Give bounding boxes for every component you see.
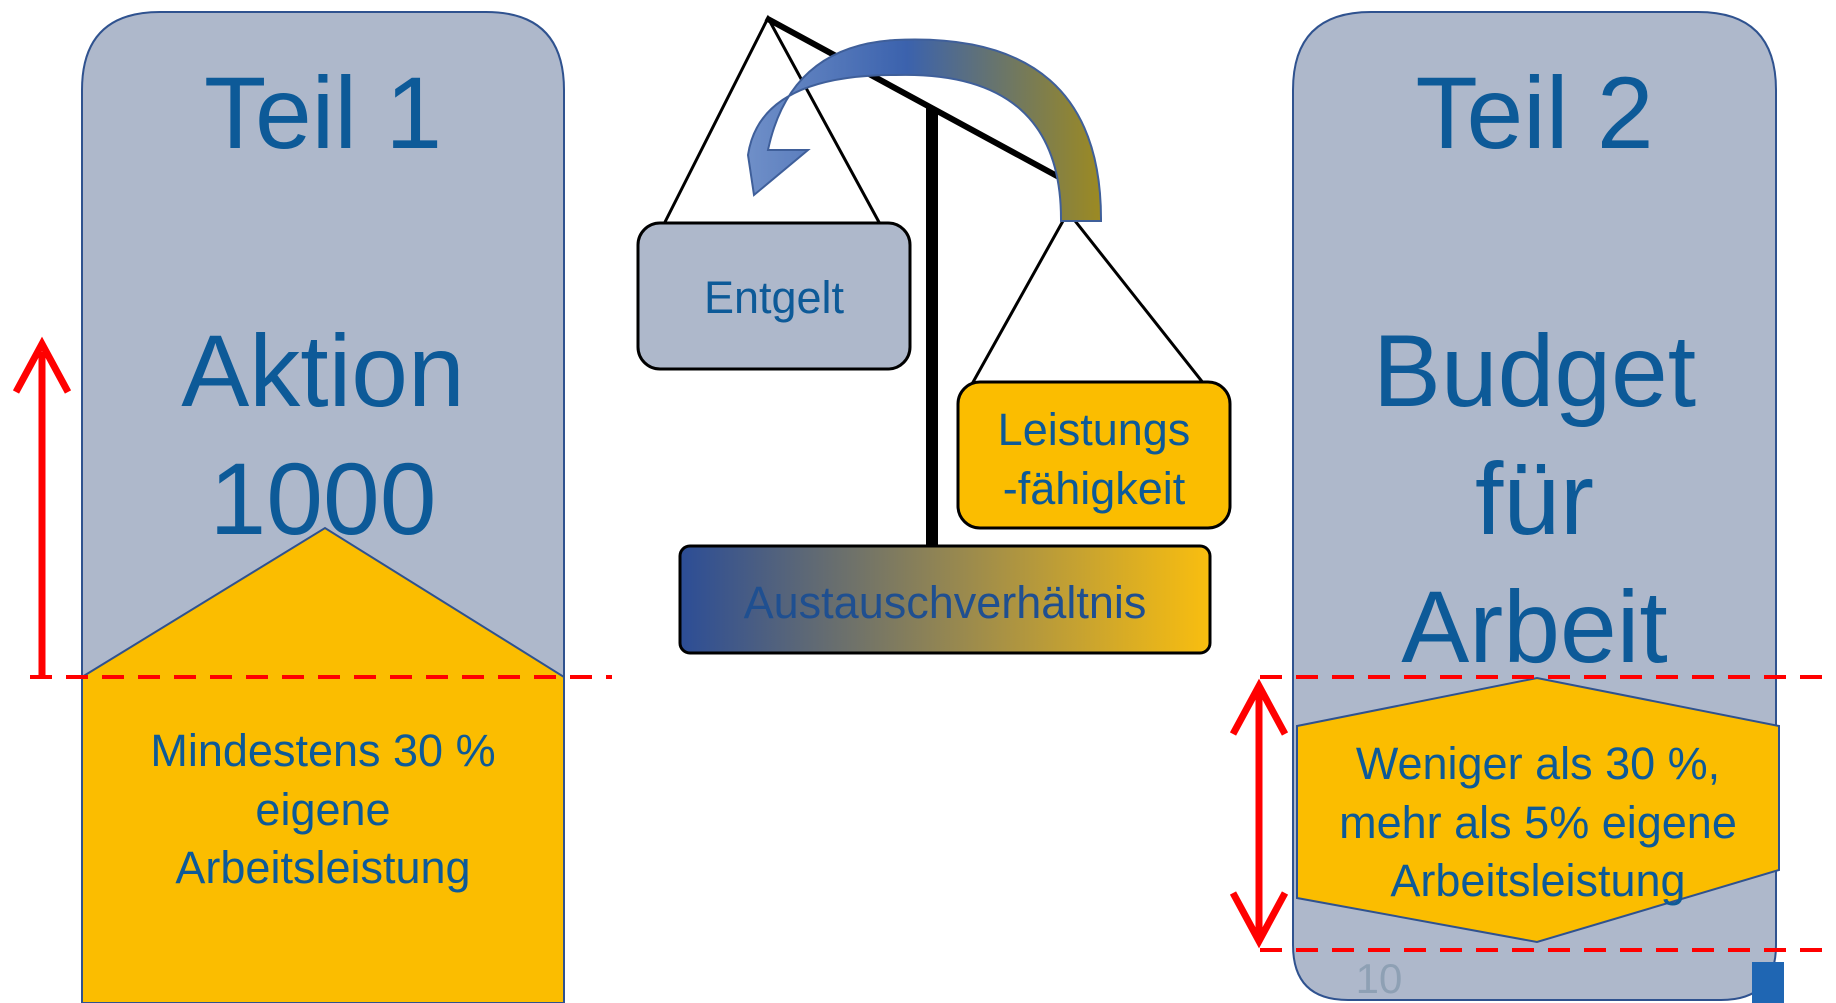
part1-up-arrow-head [12,336,72,394]
part1-requirement-shape [81,526,565,1003]
right-pan-box [956,380,1232,530]
part2-requirement-shape [1296,676,1780,944]
left-pan-strings [662,14,882,225]
part1-requirement-line1: Mindestens 30 % [150,725,496,776]
part2-requirement-line1: Weniger als 30 %, [1355,738,1721,789]
part2-title-line3: Arbeit [1401,570,1668,684]
part1-requirement-text: Mindestens 30 % eigene Arbeitsleistung [82,722,564,898]
part2-range-arrow-bottom [1229,891,1289,949]
part2-requirement-line3: Arbeitsleistung [1390,855,1686,906]
part2-heading: Teil 2 [1415,56,1654,170]
corner-tab [1752,962,1784,1003]
right-pan-strings [970,209,1206,385]
right-pan-label-line1: Leistungs [997,404,1191,455]
part1-title-line1: Aktion [181,314,465,428]
part2-range-arrow-top [1229,678,1289,736]
part1-title-line2: 1000 [209,442,437,556]
curved-arrow [746,38,1103,222]
page-number: 10 [1355,955,1403,1002]
scale-beam [764,15,1070,185]
scale-base-label: Austauschverhältnis [743,577,1147,628]
part2-title-line2: für [1474,442,1595,556]
part1-requirement-line2: eigene [255,783,391,835]
left-pan-box [636,221,912,371]
right-pan-label: Leistungs -fähigkeit [958,400,1230,519]
scale-base-box [678,544,1212,655]
part2-requirement-text: Weniger als 30 %, mehr als 5% eigene Arb… [1297,735,1779,911]
part2-title-line1: Budget [1372,314,1697,428]
part1-heading: Teil 1 [203,56,443,170]
right-pan-label-line2: -fähigkeit [1002,463,1186,515]
part2-requirement-line2: mehr als 5% eigene [1339,796,1737,848]
left-pan-label: Entgelt [703,272,845,323]
part1-requirement-line3: Arbeitsleistung [175,842,471,893]
